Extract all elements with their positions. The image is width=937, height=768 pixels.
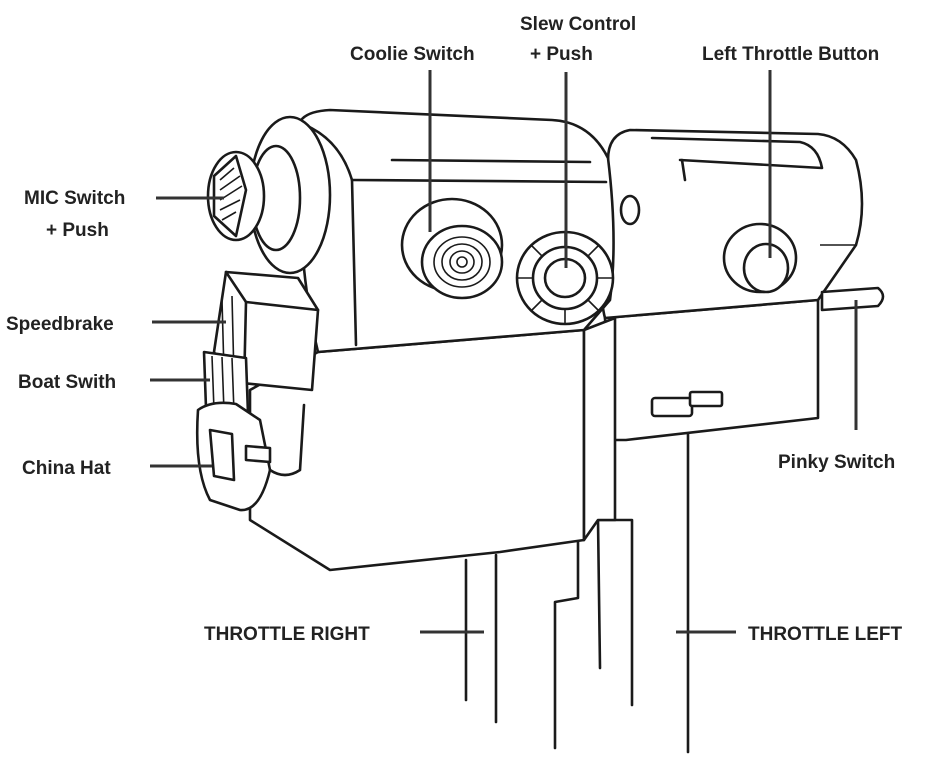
label-speedbrake: Speedbrake (6, 314, 114, 335)
labels: Coolie Switch Slew Control + Push Left T… (6, 14, 902, 645)
label-coolie-switch: Coolie Switch (350, 44, 475, 65)
label-slew-control: Slew Control (520, 14, 636, 35)
leader-lines (150, 70, 858, 634)
right-throttle-head (296, 108, 615, 354)
side-controls (195, 270, 320, 512)
label-slew-control-push: + Push (530, 44, 593, 65)
label-throttle-left: THROTTLE LEFT (748, 624, 902, 645)
mic-switch-drum (206, 115, 332, 275)
label-mic-switch-push: + Push (46, 220, 109, 241)
label-china-hat: China Hat (22, 458, 111, 479)
label-boat-switch: Boat Swith (18, 372, 116, 393)
throttle-drawing (195, 108, 885, 754)
right-throttle-lower (248, 316, 617, 572)
label-mic-switch: MIC Switch (24, 188, 125, 209)
label-throttle-right: THROTTLE RIGHT (204, 624, 370, 645)
left-throttle-body (591, 128, 885, 442)
label-left-throttle-button: Left Throttle Button (702, 44, 879, 65)
label-pinky-switch: Pinky Switch (778, 452, 895, 473)
